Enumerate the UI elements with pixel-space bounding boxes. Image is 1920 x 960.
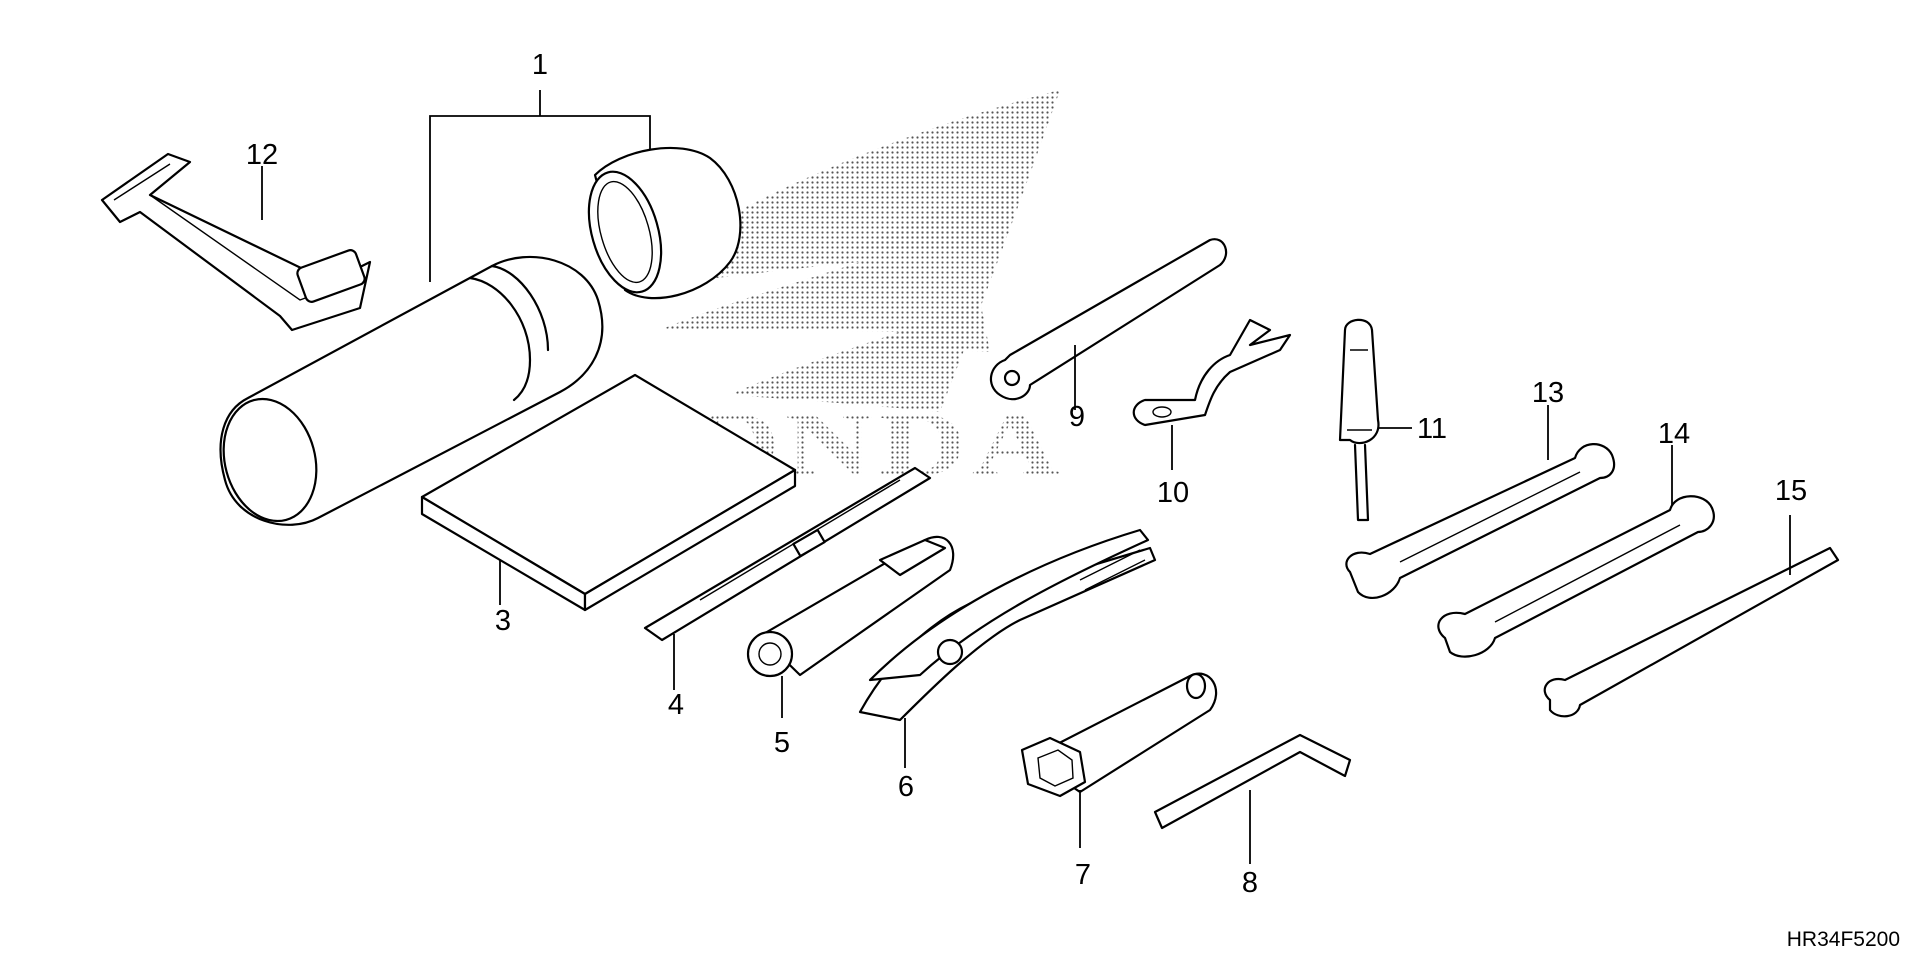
tool-case-tube (210, 257, 602, 532)
leader-lines (261, 90, 1791, 864)
spanner-rod (1545, 548, 1838, 716)
pin-spanner (991, 239, 1226, 399)
callout-15: 15 (1775, 475, 1807, 507)
callout-12: 12 (246, 139, 278, 171)
tool-strap (102, 154, 370, 330)
screwdriver-bit (645, 468, 930, 640)
spark-plug-wrench (1022, 674, 1216, 796)
callout-8: 8 (1242, 867, 1258, 899)
diagram-code: HR34F5200 (1786, 928, 1900, 951)
honda-wing-watermark (620, 90, 1060, 412)
callout-9: 9 (1069, 401, 1085, 433)
screwdriver (1340, 320, 1378, 520)
callout-6: 6 (898, 771, 914, 803)
callout-14: 14 (1658, 418, 1690, 450)
wrench-14x17 (1438, 496, 1713, 656)
callout-13: 13 (1532, 377, 1564, 409)
hook-spanner (1134, 320, 1290, 425)
wrench-10x12 (1346, 444, 1614, 598)
callout-numbers: 1 12 3 4 5 6 7 8 9 10 11 13 14 15 (246, 49, 1807, 899)
tool-case-cap (576, 148, 740, 301)
callout-11: 11 (1417, 413, 1447, 445)
callout-10: 10 (1157, 477, 1189, 509)
owners-manual (422, 375, 795, 610)
callout-3: 3 (495, 605, 511, 637)
callout-4: 4 (668, 689, 684, 721)
screwdriver-handle (748, 537, 953, 676)
callout-7: 7 (1075, 859, 1091, 891)
hex-key (1155, 735, 1350, 828)
pliers (860, 530, 1155, 720)
callout-1: 1 (532, 49, 548, 81)
callout-5: 5 (774, 727, 790, 759)
